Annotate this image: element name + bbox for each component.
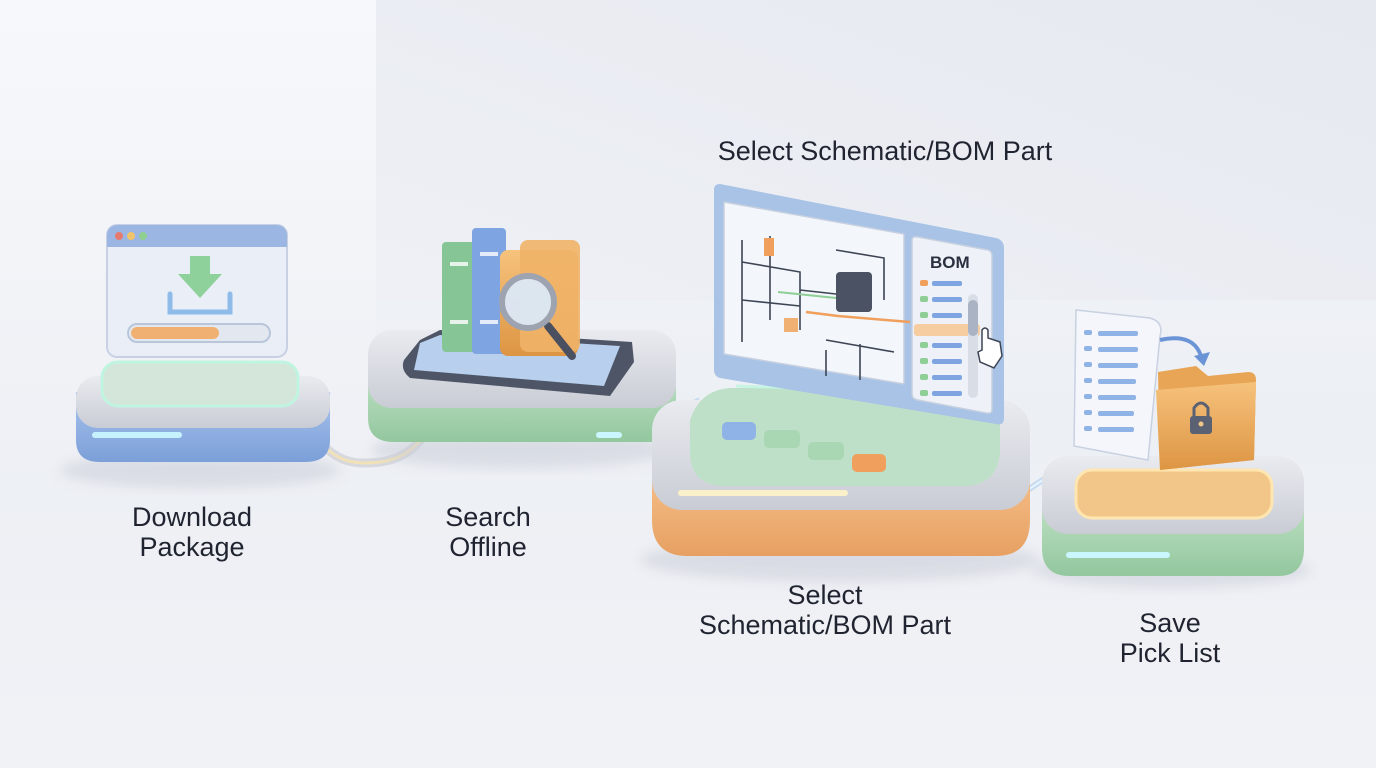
platform-download [60,360,340,488]
pointer-hand-icon [977,327,1003,369]
step-download-line1: Download [131,502,253,532]
diagram-title: Select Schematic/BOM Part [717,136,1053,166]
platform-save [1032,456,1312,588]
locked-folder-icon [1073,309,1256,470]
step-save-label: Save Pick List [1070,608,1270,668]
bom-list [914,280,980,396]
step-search-label: Search Offline [388,502,588,562]
step-search-line1: Search [445,502,531,532]
books-magnifier-icon [402,228,634,396]
platform-select [640,384,1040,582]
step-save-line1: Save [1139,608,1201,638]
step-download-label: Download Package [92,502,292,562]
download-window-icon [106,224,288,358]
step-select-line2: Schematic/BOM Part [698,610,952,640]
step-download-line2: Package [139,532,245,562]
schematic-monitor-icon: BOM [714,184,1004,425]
bom-label: BOM [930,253,970,272]
step-select-label: Select Schematic/BOM Part [640,580,1010,640]
step-save-line2: Pick List [1119,638,1221,668]
step-select-line1: Select [787,580,863,610]
step-search-line2: Offline [449,532,527,562]
